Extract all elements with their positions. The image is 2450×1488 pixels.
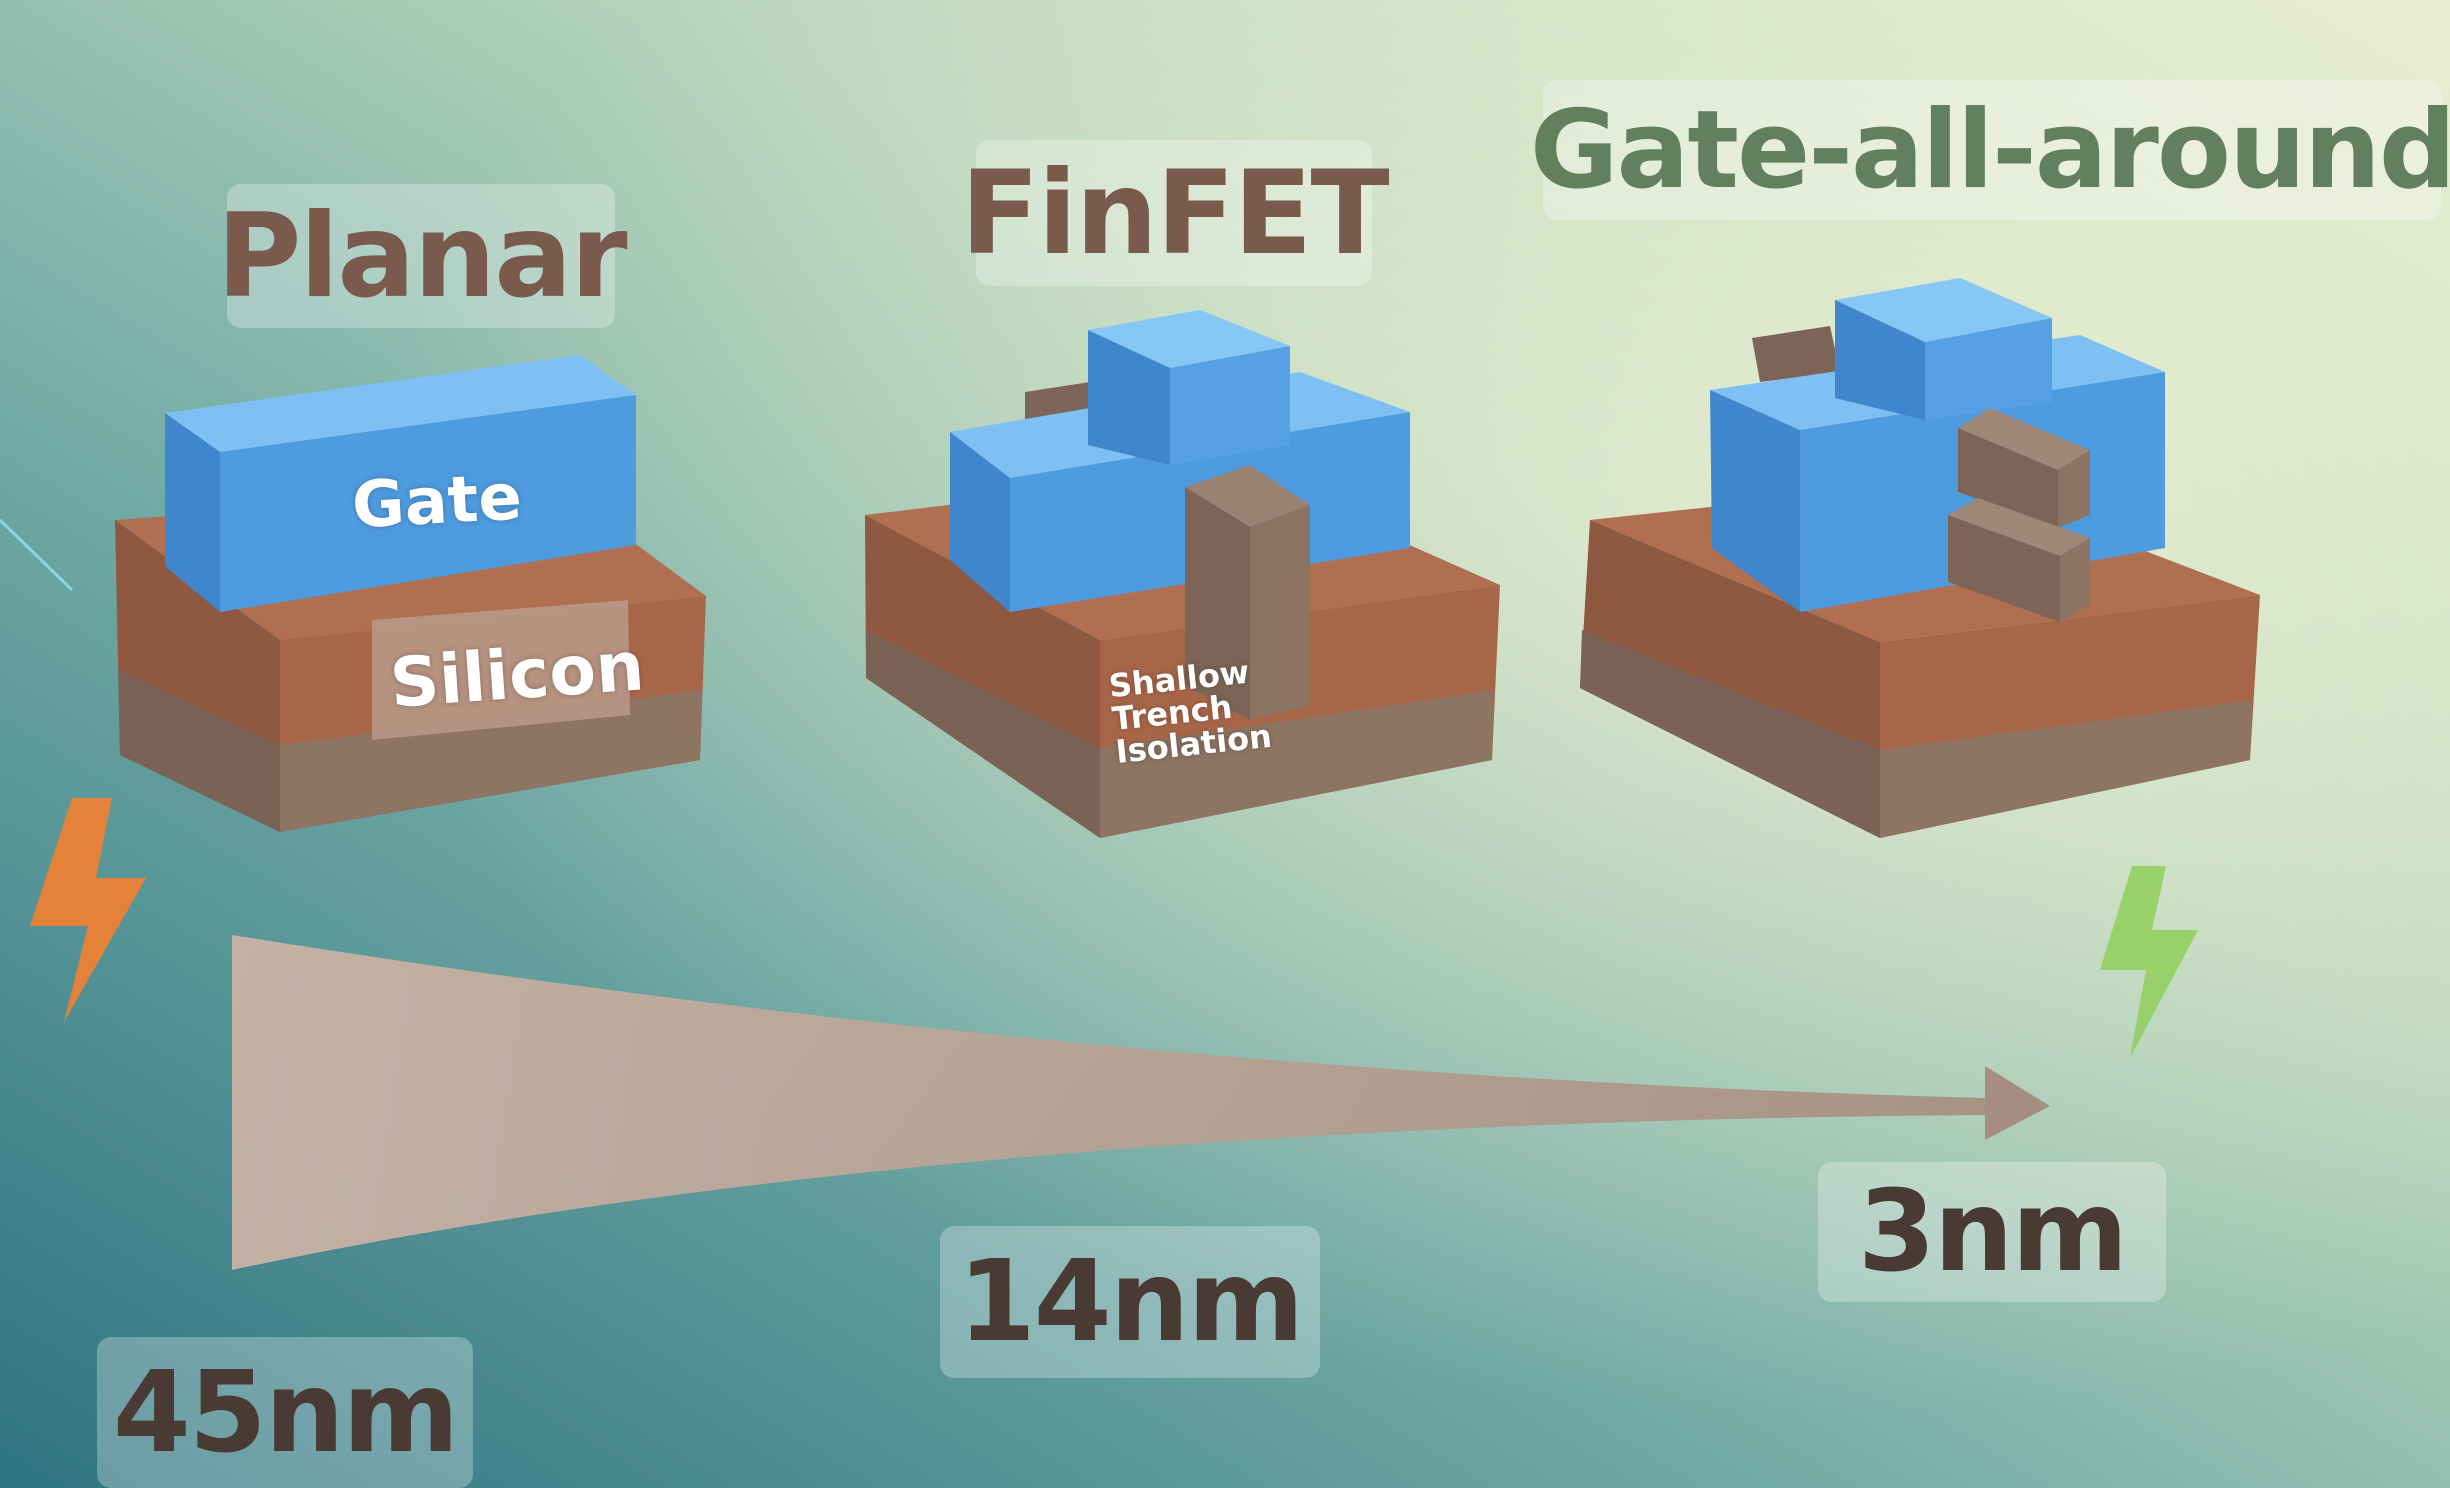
finfet-gate-upper-front [1170,346,1290,465]
node-3-text: 3nm [1857,1167,2128,1297]
scaling-arrow-head [1985,1066,2050,1140]
planar-gate-left [165,413,220,612]
gaa-base-front-lower [1880,700,2252,838]
finfet-gate-lower-left [950,432,1010,612]
planar-gate-front [220,395,636,612]
node-45-text: 45nm [112,1347,459,1478]
gaa-gate-lower-left [1710,390,1800,612]
node-14-text: 14nm [957,1237,1304,1367]
planar-transistor-model [115,355,706,832]
shallow-trench-isolation-label: Shallow Trench Isolation [1107,653,1274,771]
lightning-bolt-icon [30,798,146,1022]
lightning-bolt-icon [2100,866,2198,1058]
gaa-base-left-lower [1580,630,1880,838]
node-label-3nm: 3nm [1818,1162,2166,1302]
title-gate-all-around: Gate-all-around [1530,80,2450,220]
planar-base-left-lower [118,670,280,832]
gate-label: Gate [350,460,524,544]
finfet-gate-upper-left [1088,330,1170,465]
title-finfet-text: FinFET [960,145,1389,281]
planar-silicon-channel [372,600,630,740]
title-planar-text: Planar [216,188,627,324]
finfet-base-left-lower [866,630,1100,838]
gaa-gate-upper-front [1925,318,2052,420]
gaa-gate-upper-left [1835,300,1925,420]
finfet-fin-left [1185,487,1250,720]
finfet-fin-top [1185,465,1310,527]
gaa-sheet-lower-front [2060,538,2090,622]
gaa-sheet-back [1752,326,1840,382]
title-planar: Planar [216,184,628,328]
title-finfet: FinFET [960,140,1390,286]
finfet-fin-front [1250,505,1310,720]
title-gaa-text: Gate-all-around [1529,87,2450,213]
gaa-sheet-lower-top [1948,498,2090,556]
finfet-transistor-model [865,310,1500,838]
scaling-arrow [232,935,1985,1270]
node-label-45nm: 45nm [97,1337,473,1488]
planar-gate-top [165,355,636,452]
light-streak [0,518,74,592]
finfet-gate-upper-top [1088,310,1290,368]
gaa-sheet-lower-left [1948,515,2060,622]
gaa-gate-upper-top [1835,278,2052,342]
finfet-base-front-lower [1100,690,1494,838]
node-label-14nm: 14nm [940,1226,1320,1378]
gaa-sheet-upper-top [1958,408,2090,470]
gaa-sheet-upper-left [1958,428,2058,528]
planar-base-front-lower [280,690,702,832]
gaa-transistor-model [1580,278,2260,838]
gaa-sheet-upper-front [2058,450,2090,528]
